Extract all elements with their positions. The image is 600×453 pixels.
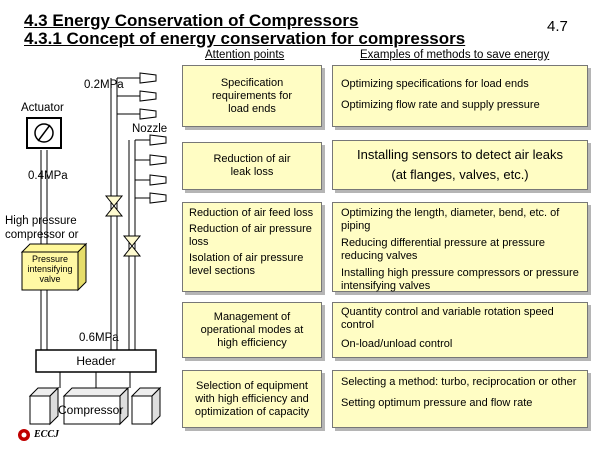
piv-line-1: Pressure	[31, 254, 68, 264]
attention-box-5: Selection of equipment with high efficie…	[182, 370, 322, 428]
attention-2-line-1: Reduction of air	[213, 153, 291, 165]
attention-1-line-2: requirements for	[211, 89, 293, 102]
attention-1-line-3: load ends	[228, 102, 276, 115]
compressor-or-label: compressor or	[5, 229, 79, 241]
attention-3-item-2: Reduction of air pressure loss	[189, 223, 312, 248]
example-box-1: Optimizing specifications for load ends …	[332, 65, 588, 127]
example-5-item-2: Setting optimum pressure and flow rate	[341, 397, 533, 409]
attention-3-item-3: Isolation of air pressure level sections	[189, 252, 304, 277]
attention-5-line-2: with high efficiency and	[195, 392, 309, 405]
attention-3-item-1: Reduction of air feed loss	[189, 207, 314, 219]
example-box-3: Optimizing the length, diameter, bend, e…	[332, 202, 588, 292]
example-2-item-2: (at flanges, valves, etc.)	[391, 167, 529, 182]
compressor-label: Compressor	[58, 403, 124, 417]
example-3-item-2: Reducing differential pressure at pressu…	[341, 237, 546, 262]
attention-5-line-3: optimization of capacity	[194, 405, 310, 418]
attention-2-line-2: leak loss	[230, 166, 274, 178]
slide-subtitle: 4.3.1 Concept of energy conservation for…	[24, 29, 466, 48]
example-box-2: Installing sensors to detect air leaks (…	[332, 140, 588, 190]
example-3-item-1: Optimizing the length, diameter, bend, e…	[341, 207, 560, 232]
attention-box-1: Specification requirements for load ends	[182, 65, 322, 127]
example-5-item-1: Selecting a method: turbo, reciprocation…	[341, 376, 577, 388]
example-4-item-1: Quantity control and variable rotation s…	[341, 306, 554, 331]
column-heading-attention: Attention points	[205, 49, 285, 61]
slide-title: 4.3 Energy Conservation of Compressors	[24, 11, 359, 30]
example-box-5: Selecting a method: turbo, reciprocation…	[332, 370, 588, 428]
attention-box-2: Reduction of air leak loss	[182, 142, 322, 190]
eccj-logo-text: ECCJ	[34, 429, 60, 440]
example-1-item-1: Optimizing specifications for load ends	[341, 78, 529, 90]
example-1-item-2: Optimizing flow rate and supply pressure	[341, 99, 540, 111]
attention-box-3: Reduction of air feed loss Reduction of …	[182, 202, 322, 292]
attention-box-4: Management of operational modes at high …	[182, 302, 322, 358]
example-2-item-1: Installing sensors to detect air leaks	[357, 147, 563, 162]
column-heading-examples: Examples of methods to save energy	[360, 49, 550, 61]
high-pressure-label: High pressure	[5, 215, 77, 227]
piv-line-3: valve	[39, 274, 61, 284]
example-4-item-2: On-load/unload control	[341, 338, 453, 350]
actuator-label: Actuator	[21, 102, 64, 114]
attention-1-line-1: Specification	[220, 76, 284, 89]
example-3-item-3: Installing high pressure compressors or …	[341, 267, 579, 292]
pressure-label-0-6mpa: 0.6MPa	[79, 332, 119, 344]
attention-4-line-1: Management of	[213, 310, 291, 323]
example-box-4: Quantity control and variable rotation s…	[332, 302, 588, 358]
pressure-label-0-2mpa: 0.2MPa	[84, 79, 124, 91]
attention-4-line-3: high efficiency	[217, 336, 287, 349]
pressure-intensifying-valve: Pressure intensifying valve	[22, 254, 78, 284]
attention-4-line-2: operational modes at	[200, 323, 304, 336]
attention-5-line-1: Selection of equipment	[196, 379, 308, 392]
nozzle-label: Nozzle	[132, 123, 168, 135]
pressure-label-0-4mpa: 0.4MPa	[28, 170, 68, 182]
piv-line-2: intensifying	[27, 264, 73, 274]
page-number: 4.7	[547, 18, 568, 35]
header-label: Header	[76, 354, 116, 368]
